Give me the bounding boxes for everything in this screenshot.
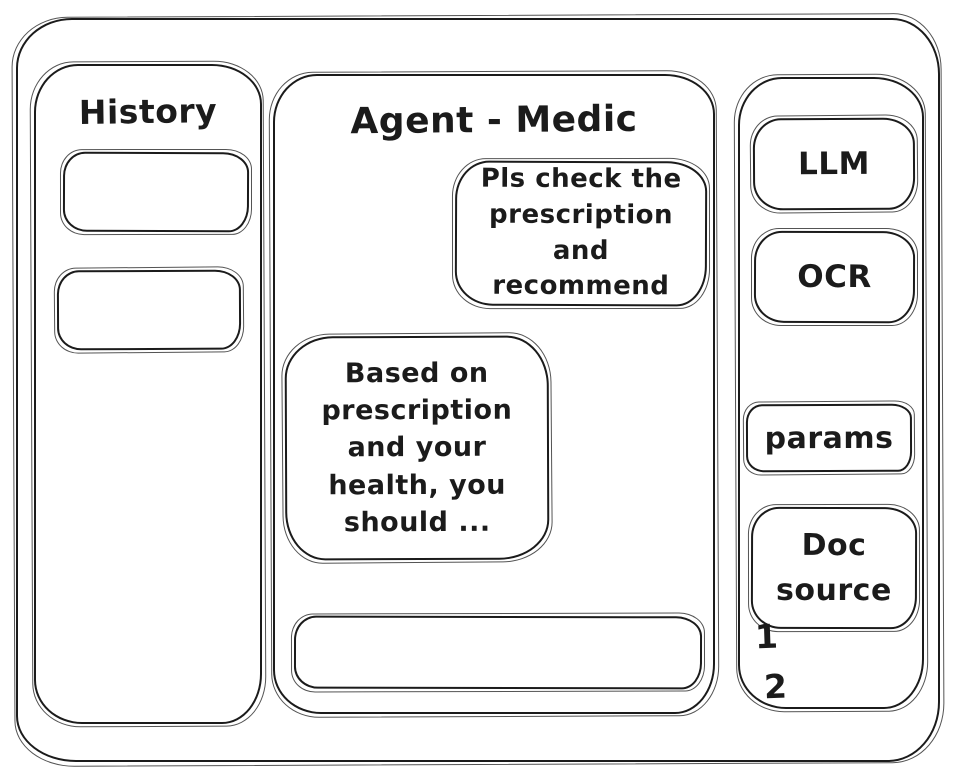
history-item[interactable] (56, 269, 242, 351)
ocr-button[interactable]: OCR (753, 230, 916, 324)
chat-panel: Agent - Medic Pls check the prescription… (273, 74, 715, 714)
assistant-message-bubble: Based on prescription and your health, y… (284, 335, 550, 561)
user-message-bubble: Pls check the prescription and recommend (454, 160, 708, 307)
assistant-message-text: Based on prescription and your health, y… (321, 357, 513, 539)
history-item[interactable] (62, 151, 250, 233)
llm-button[interactable]: LLM (752, 117, 916, 211)
doc-source-item-1[interactable]: 1 (754, 616, 780, 657)
chat-input-box (293, 615, 703, 690)
history-panel: History (34, 64, 262, 724)
chat-panel-title: Agent - Medic (350, 98, 638, 143)
history-panel-title: History (78, 91, 218, 132)
user-message-text: Pls check the prescription and recommend (480, 163, 682, 302)
doc-source-button[interactable]: Doc source (750, 506, 918, 630)
doc-source-item-2[interactable]: 2 (763, 666, 789, 707)
chat-input[interactable] (295, 617, 701, 688)
tools-panel: LLM OCR params Doc source 1 2 (738, 77, 924, 709)
params-button[interactable]: params (745, 403, 913, 473)
